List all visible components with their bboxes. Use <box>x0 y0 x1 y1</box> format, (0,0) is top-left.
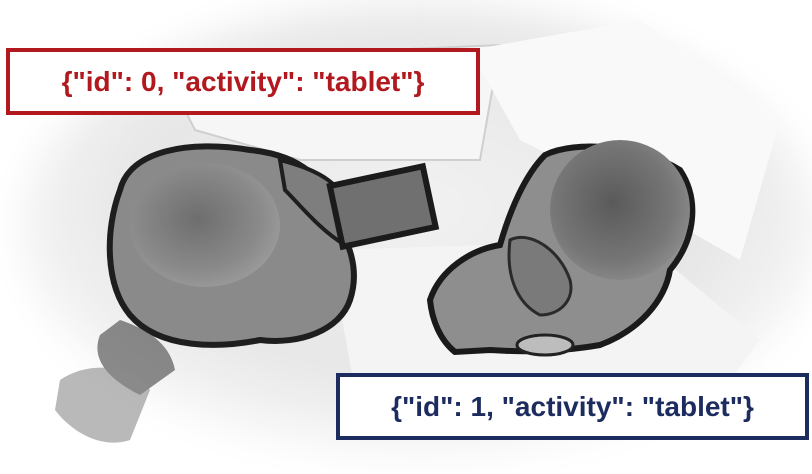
side-panel <box>470 20 780 260</box>
person-0-head <box>130 163 280 287</box>
person-1-shoulder <box>507 235 573 317</box>
tablet-0 <box>326 162 440 251</box>
floor-clutter <box>55 367 150 443</box>
person-0 <box>97 143 357 395</box>
person-0-activity-label: {"id": 0, "activity": "tablet"} <box>6 48 480 115</box>
person-1-head <box>550 140 690 280</box>
person-1-hand <box>515 333 575 357</box>
person-1-activity-label: {"id": 1, "activity": "tablet"} <box>336 373 809 440</box>
person-1 <box>426 140 696 357</box>
